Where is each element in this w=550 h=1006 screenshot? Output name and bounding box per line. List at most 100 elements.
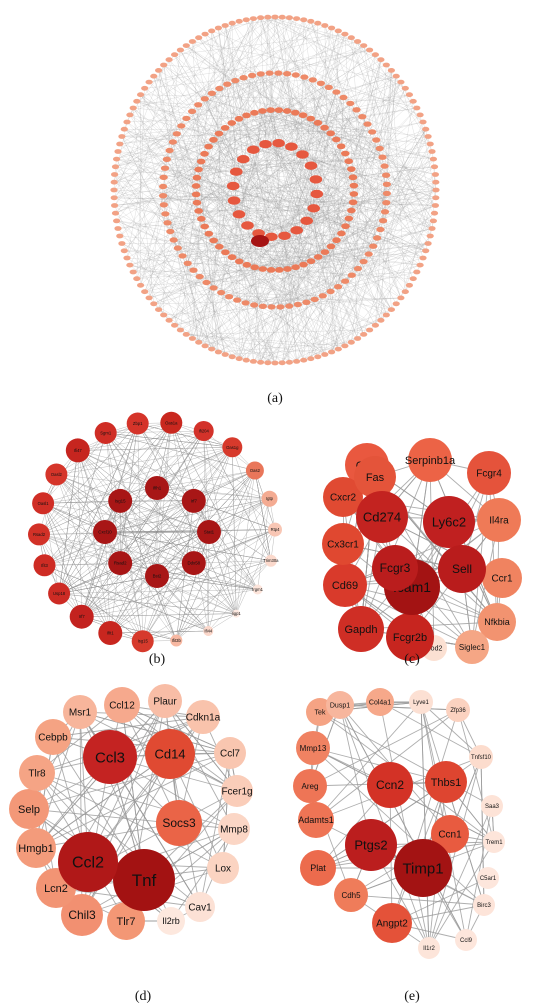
network-node — [227, 120, 237, 126]
network-node — [387, 68, 395, 73]
network-edge — [337, 54, 376, 287]
network-edge — [163, 64, 317, 195]
network-edge — [204, 230, 297, 347]
node-circle — [483, 831, 505, 853]
network-edge — [296, 261, 364, 362]
network-node — [341, 223, 350, 230]
node-label: Ifi47 — [74, 448, 83, 453]
network-edge — [116, 110, 288, 160]
node-circle — [181, 551, 206, 576]
network-node — [416, 112, 424, 118]
node-circle — [145, 729, 195, 779]
node-label: Isg15 — [138, 639, 149, 644]
network-edge — [116, 220, 358, 269]
network-edge — [295, 74, 373, 133]
network-edge — [171, 422, 209, 632]
network-edge — [351, 139, 377, 343]
network-node — [290, 226, 304, 235]
network-edge — [303, 122, 319, 361]
network-edge — [330, 133, 342, 234]
network-edge — [351, 220, 384, 343]
network-edge — [196, 194, 414, 279]
network-node — [176, 327, 184, 333]
network-edge — [243, 77, 352, 170]
network-edge — [153, 166, 435, 304]
network-node — [426, 141, 434, 147]
network-node — [424, 241, 432, 246]
network-edge — [302, 154, 436, 206]
network-node — [171, 322, 179, 328]
network-node-ifih1: Ifih1 — [145, 476, 169, 500]
node-label: Ifih1 — [153, 486, 162, 491]
network-node — [191, 183, 201, 189]
network-edge — [169, 107, 417, 151]
network-edge — [81, 500, 194, 617]
network-edge — [211, 93, 297, 362]
node-label: Gapdh — [344, 624, 377, 636]
network-node — [293, 359, 301, 364]
network-edge — [198, 210, 288, 270]
network-node — [165, 147, 174, 154]
network-edge — [142, 562, 195, 642]
network-node — [162, 156, 171, 162]
network-edge — [382, 70, 392, 158]
network-edge — [114, 185, 354, 206]
node-label: Dusp1 — [330, 702, 350, 709]
network-edge — [213, 139, 346, 282]
network-edge — [208, 103, 351, 234]
network-edge — [271, 228, 433, 271]
panel-d-label: (d) — [135, 989, 152, 1004]
node-label: Siglec1 — [459, 643, 486, 652]
network-edge — [129, 175, 387, 266]
network-node — [207, 90, 216, 97]
network-edge — [116, 133, 177, 160]
network-edge — [313, 189, 437, 209]
network-edge — [165, 213, 240, 359]
network-edge — [162, 195, 199, 343]
network-node — [291, 109, 300, 116]
network-edge — [174, 54, 290, 363]
network-edge — [162, 195, 261, 363]
network-edge — [232, 23, 238, 301]
network-node — [313, 119, 323, 126]
network-node — [126, 112, 134, 118]
network-node-ly6c2: Ly6c2 — [423, 496, 475, 548]
network-edge — [284, 77, 305, 236]
network-edge — [211, 93, 346, 227]
network-edge — [114, 174, 181, 331]
network-edge — [110, 630, 209, 634]
panel-c-label: (c) — [404, 652, 420, 667]
network-edge — [136, 101, 354, 186]
network-edge — [282, 82, 402, 363]
network-edge — [267, 17, 406, 89]
network-edge — [173, 239, 247, 361]
network-node — [133, 276, 141, 282]
node-label: Il2rb — [162, 916, 180, 926]
network-edge — [56, 423, 138, 475]
network-node-ifi44: Ifi44 — [203, 626, 214, 636]
network-node — [235, 258, 244, 265]
network-node-isg15: Isg15 — [108, 488, 133, 513]
network-edge — [158, 194, 197, 310]
network-edge — [201, 122, 319, 219]
node-label: C5ar1 — [480, 876, 497, 882]
network-edge — [195, 19, 304, 195]
network-edge — [331, 27, 424, 123]
network-edge — [238, 214, 339, 287]
network-edge — [218, 246, 374, 353]
network-edge — [265, 21, 311, 145]
network-node — [285, 15, 293, 21]
network-node — [337, 230, 346, 237]
network-edge — [193, 115, 304, 271]
network-node — [234, 115, 244, 122]
node-circle — [300, 850, 336, 886]
node-label: Il4ra — [489, 516, 509, 527]
network-edge — [204, 220, 384, 227]
network-edge — [352, 166, 435, 178]
network-node — [366, 47, 374, 53]
node-circle — [408, 438, 452, 482]
network-edge — [310, 21, 384, 221]
network-edge — [186, 45, 271, 111]
network-edge — [208, 470, 256, 533]
network-node — [204, 230, 214, 237]
